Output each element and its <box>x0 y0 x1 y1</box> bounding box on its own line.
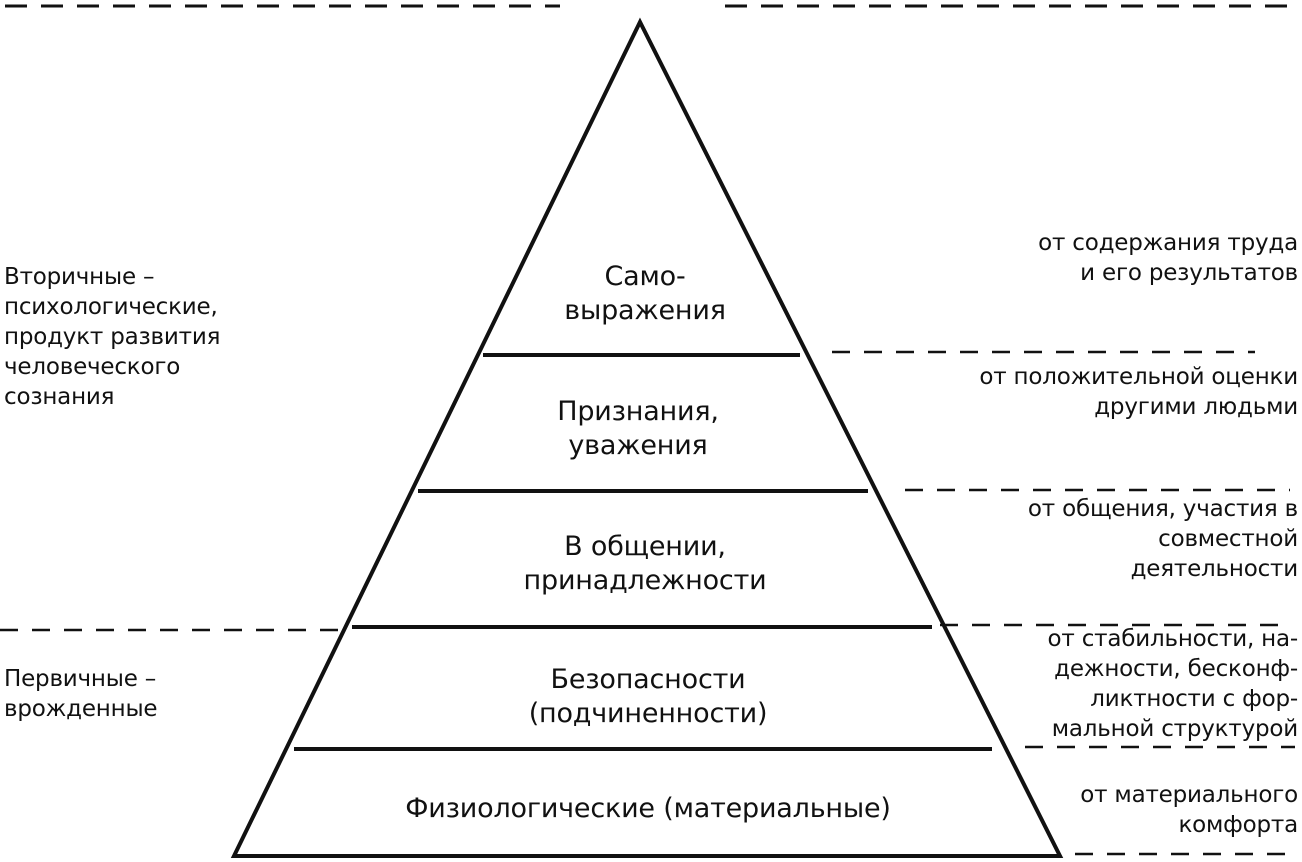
level-line: принадлежности <box>523 565 767 596</box>
right-label-positive-evaluation: от положительной оценки другими людьми <box>979 362 1298 422</box>
level-line: В общении, <box>564 531 726 562</box>
right-line: ликтности с фор- <box>1090 686 1298 712</box>
level-line: Безопасности <box>550 664 746 695</box>
secondary-line: Вторичные – <box>4 264 155 290</box>
right-label-content-of-work: от содержания труда и его результатов <box>1038 228 1298 288</box>
right-line: деятельности <box>1130 556 1299 582</box>
level-belonging: В общении, принадлежности <box>524 530 767 598</box>
secondary-line: продукт развития <box>4 324 221 350</box>
level-self-expression: Само- выражения <box>564 260 726 328</box>
secondary-line: сознания <box>4 384 115 410</box>
right-line: от общения, участия в <box>1027 496 1298 522</box>
right-line: дежности, бесконф- <box>1054 656 1298 682</box>
right-line: от положительной оценки <box>979 364 1298 390</box>
primary-line: Первичные – <box>4 666 157 692</box>
level-line: Признания, <box>557 396 719 427</box>
right-label-stability: от стабильности, на- дежности, бесконф- … <box>1047 624 1299 744</box>
right-line: от материального <box>1080 782 1298 808</box>
right-label-material-comfort: от материального комфорта <box>1080 780 1298 840</box>
level-line: (подчиненности) <box>528 698 768 729</box>
right-line: от стабильности, на- <box>1047 626 1299 652</box>
right-line: и его результатов <box>1080 260 1298 286</box>
level-recognition: Признания, уважения <box>557 395 719 463</box>
secondary-needs-label: Вторичные – психологические, продукт раз… <box>4 262 220 412</box>
primary-needs-label: Первичные – врожденные <box>4 664 158 724</box>
level-line: выражения <box>564 295 726 326</box>
right-line: от содержания труда <box>1038 230 1298 256</box>
level-line: Физиологические (материальные) <box>405 793 891 824</box>
pyramid-outline <box>230 17 1064 858</box>
right-line: совместной <box>1158 526 1298 552</box>
secondary-line: человеческого <box>4 354 181 380</box>
right-line: мальной структурой <box>1051 716 1298 742</box>
level-physiological: Физиологические (материальные) <box>405 792 891 826</box>
primary-line: врожденные <box>4 696 158 722</box>
right-label-communication: от общения, участия в совместной деятель… <box>1028 494 1298 584</box>
right-line: комфорта <box>1178 812 1298 838</box>
level-safety: Безопасности (подчиненности) <box>529 663 768 731</box>
level-line: Само- <box>604 261 686 292</box>
secondary-line: психологические, <box>4 294 218 320</box>
right-line: другими людьми <box>1094 394 1298 420</box>
level-line: уважения <box>568 430 708 461</box>
